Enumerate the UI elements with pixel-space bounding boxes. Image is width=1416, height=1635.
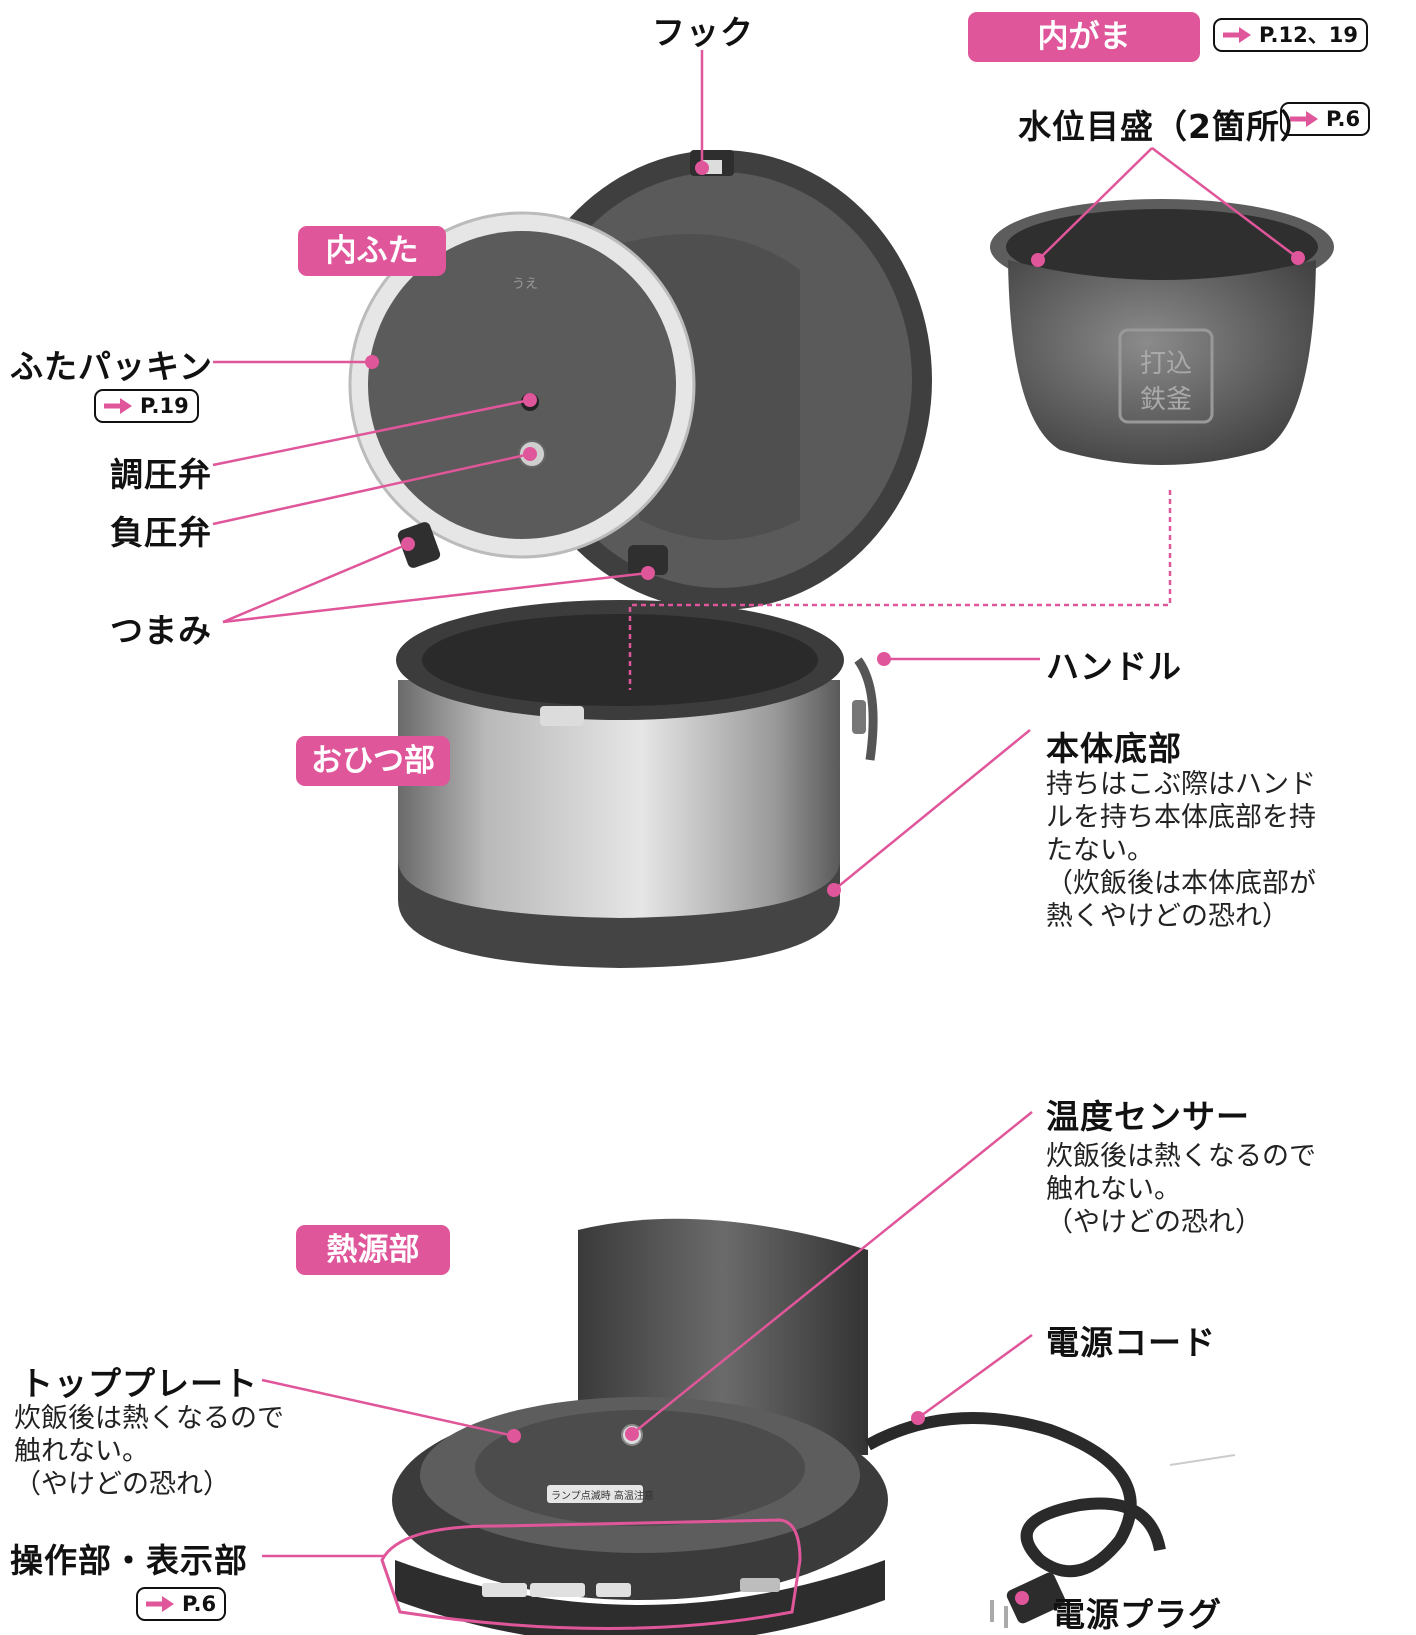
- ref-control: P.6: [136, 1587, 227, 1621]
- leader-dots: [365, 161, 1305, 1605]
- inner-pot: 打込 鉄釜: [990, 199, 1334, 465]
- label-lid-packing: ふたパッキン: [10, 347, 214, 386]
- arrow-right-icon: [104, 398, 132, 414]
- arrow-right-icon: [1290, 111, 1318, 127]
- section-ohitsu: おひつ部: [296, 736, 450, 786]
- label-body-bottom: 本体底部: [1046, 729, 1182, 768]
- power-cord: [865, 1412, 1236, 1578]
- arrow-right-icon: [146, 1596, 174, 1612]
- label-handle: ハンドル: [1046, 647, 1182, 686]
- panel-warning-text: ランプ点滅時 高温注意: [551, 1489, 654, 1502]
- power-plug: [990, 1572, 1066, 1628]
- heat-source-unit: ランプ点滅時 高温注意: [392, 1218, 888, 1635]
- ref-inner-pot: P.12、19: [1213, 18, 1368, 52]
- label-water-level: 水位目盛（2箇所）: [1018, 107, 1314, 146]
- ref-lid-packing: P.19: [94, 389, 199, 423]
- label-knob: つまみ: [110, 611, 212, 650]
- label-hook: フック: [652, 13, 754, 52]
- ohitsu-body: [396, 600, 878, 968]
- ref-inner-pot-page: P.12、19: [1259, 23, 1358, 47]
- note-temp-sensor: 炊飯後は熱くなるので 触れない。 （やけどの恐れ）: [1046, 1141, 1316, 1238]
- pot-emblem-top: 打込: [1140, 349, 1192, 379]
- label-top-plate: トッププレート: [20, 1364, 258, 1403]
- label-temp-sensor: 温度センサー: [1046, 1097, 1250, 1136]
- label-power-cord: 電源コード: [1046, 1323, 1216, 1362]
- knob: [628, 545, 668, 575]
- ref-water-level-page: P.6: [1326, 107, 1361, 131]
- inner-lid: うえ: [348, 211, 696, 568]
- label-pressure-valve: 調圧弁: [110, 455, 212, 494]
- label-negative-valve: 負圧弁: [110, 513, 212, 552]
- ref-control-page: P.6: [182, 1592, 217, 1616]
- leader-lines: [212, 50, 1299, 1630]
- section-inner-pot: 内がま: [968, 12, 1200, 62]
- handle: [854, 657, 878, 761]
- section-heat-source: 熱源部: [296, 1225, 450, 1275]
- note-body-bottom: 持ちはこぶ際はハンド ルを持ち本体底部を持 たない。 （炊飯後は本体底部が 熱く…: [1046, 769, 1316, 932]
- label-power-plug: 電源プラグ: [1052, 1595, 1222, 1634]
- label-control-panel: 操作部・表示部: [10, 1541, 248, 1580]
- note-top-plate: 炊飯後は熱くなるので 触れない。 （やけどの恐れ）: [14, 1403, 284, 1500]
- pot-emblem-bottom: 鉄釜: [1140, 385, 1192, 415]
- ref-water-level: P.6: [1280, 102, 1371, 136]
- lid-up-mark: うえ: [512, 277, 538, 292]
- dotted-guide: [628, 490, 1172, 690]
- arrow-right-icon: [1223, 27, 1251, 43]
- ref-lid-packing-page: P.19: [140, 394, 189, 418]
- section-inner-lid: 内ふた: [298, 226, 446, 276]
